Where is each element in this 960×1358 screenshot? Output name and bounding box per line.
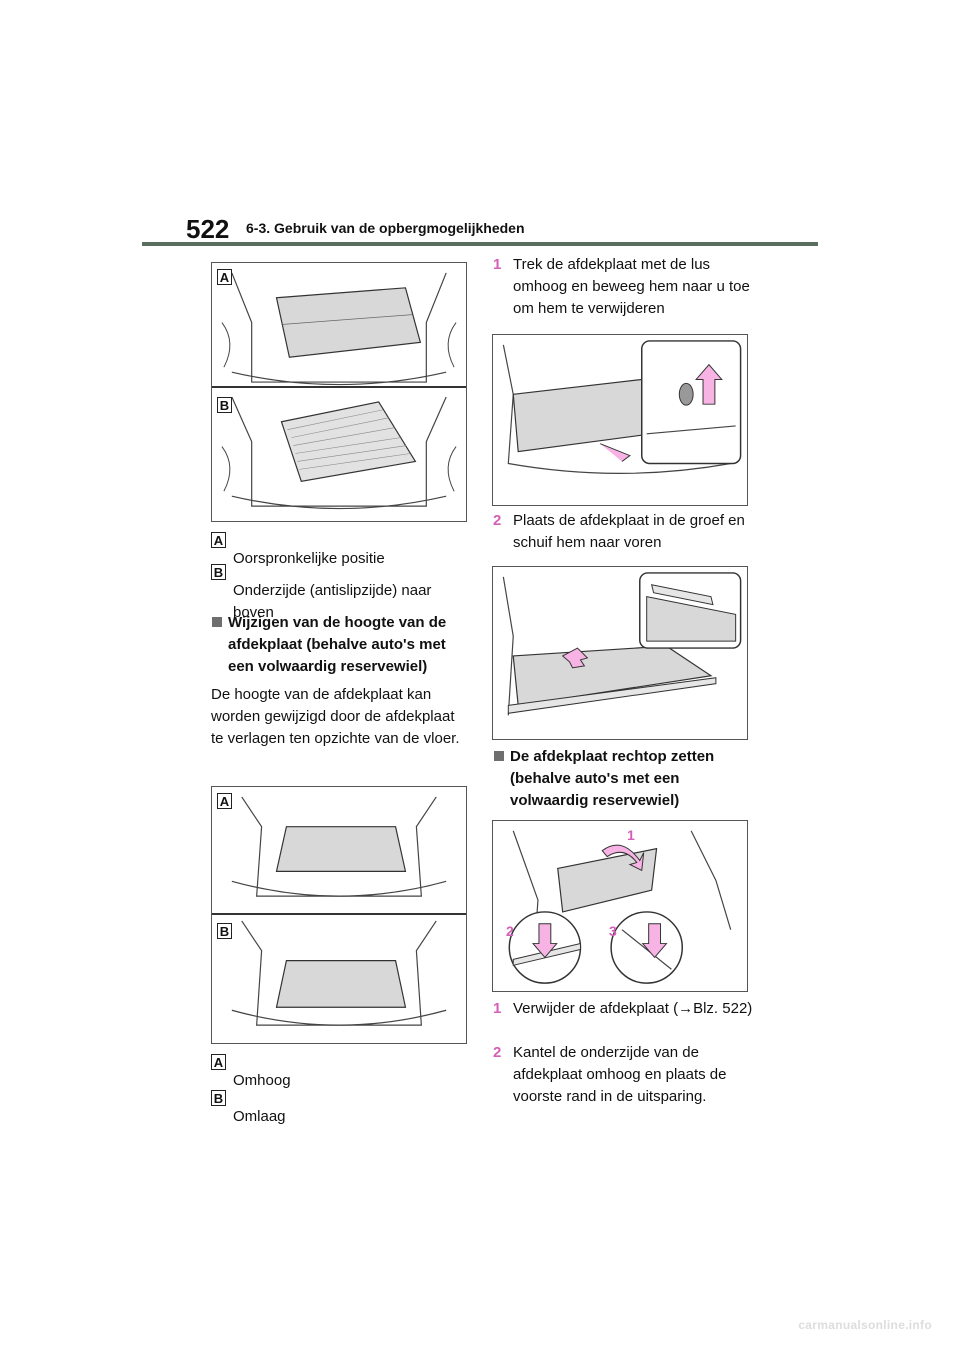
caption-b-down: B Omlaag bbox=[211, 1090, 463, 1128]
figure-place-cover bbox=[492, 566, 748, 740]
heading-cover-upright: De afdekplaat rechtop zetten (behalve au… bbox=[494, 746, 750, 812]
step-number: 1 bbox=[493, 256, 502, 273]
step-text: Verwijder de afdekplaat (→Blz. 522) bbox=[513, 1000, 753, 1017]
step-number: 2 bbox=[493, 1044, 502, 1061]
step-remove-cover: 1 Trek de afdekplaat met de lus omhoog e… bbox=[493, 254, 753, 320]
step-text: Kantel de onderzijde van de afdekplaat o… bbox=[513, 1044, 727, 1105]
caption-a-up: A Omhoog bbox=[211, 1054, 463, 1092]
caption-tag-b: B bbox=[211, 1090, 226, 1106]
caption-a-original: A Oorspronkelijke positie bbox=[211, 532, 463, 570]
page-number: 522 bbox=[186, 214, 230, 244]
section-title: 6-3. Gebruik van de opbergmogelijkheden bbox=[246, 220, 525, 236]
figure-label-2: 2 bbox=[506, 923, 514, 939]
figure-cover-upright: 1 2 3 bbox=[492, 820, 748, 992]
heading-height-change: Wijzigen van de hoogte van de afdekplaat… bbox=[212, 612, 468, 678]
header-rule bbox=[142, 242, 818, 246]
caption-text: Omlaag bbox=[233, 1108, 286, 1125]
figure-tag-a: A bbox=[217, 269, 232, 285]
figure-tag-a: A bbox=[217, 793, 232, 809]
paragraph-height: De hoogte van de afdekplaat kan worden g… bbox=[211, 686, 460, 747]
step-place-cover: 2 Plaats de afdekplaat in de groef en sc… bbox=[493, 510, 753, 554]
caption-text: Oorspronkelijke positie bbox=[233, 550, 385, 567]
step-text: Trek de afdekplaat met de lus omhoog en … bbox=[513, 256, 750, 317]
step-text: Plaats de afdekplaat in de groef en schu… bbox=[513, 512, 745, 551]
step-tilt-cover: 2 Kantel de onderzijde van de afdekplaat… bbox=[493, 1042, 753, 1108]
caption-text: Onderzijde (antislipzijde) naar boven bbox=[233, 582, 432, 621]
step-remove-first: 1 Verwijder de afdekplaat (→Blz. 522) bbox=[493, 998, 753, 1020]
heading-bullet bbox=[212, 617, 222, 627]
figure-label-3: 3 bbox=[609, 923, 617, 939]
caption-tag-b: B bbox=[211, 564, 226, 580]
figure-height-positions: A B bbox=[211, 786, 467, 1044]
step-number: 2 bbox=[493, 512, 502, 529]
caption-tag-a: A bbox=[211, 1054, 226, 1070]
caption-text: Omhoog bbox=[233, 1072, 291, 1089]
step-number: 1 bbox=[493, 1000, 502, 1017]
figure-cover-positions: A B bbox=[211, 262, 467, 522]
footer-watermark: carmanualsonline.info bbox=[798, 1318, 932, 1332]
figure-remove-cover bbox=[492, 334, 748, 506]
figure-tag-b: B bbox=[217, 397, 232, 413]
heading-bullet bbox=[494, 751, 504, 761]
figure-label-1: 1 bbox=[627, 827, 635, 843]
caption-b-underside: B Onderzijde (antislipzijde) naar boven bbox=[211, 564, 463, 624]
figure-tag-b: B bbox=[217, 923, 232, 939]
caption-tag-a: A bbox=[211, 532, 226, 548]
